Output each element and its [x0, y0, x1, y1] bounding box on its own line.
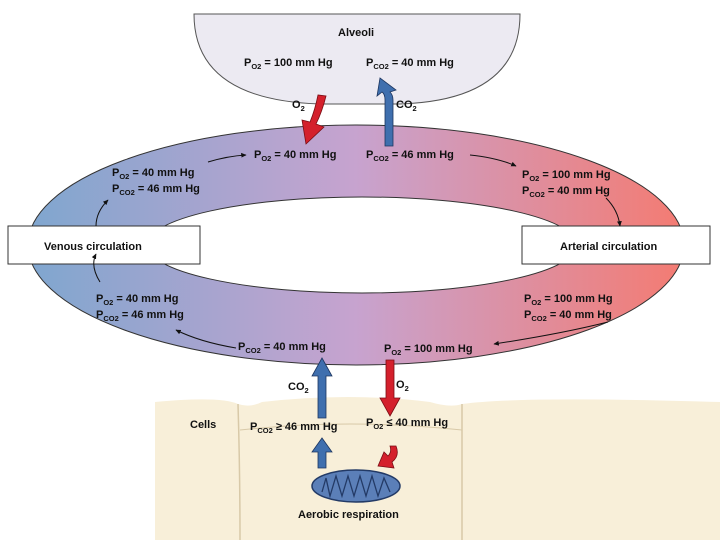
venous-lower-po2: PO2 = 40 mm Hg — [96, 293, 178, 307]
arterial-upper-pco2: PCO2 = 40 mm Hg — [522, 185, 610, 199]
alveoli-o2-label: O2 — [292, 99, 305, 113]
cells-title: Cells — [190, 419, 216, 431]
alveoli-o2-arrow — [301, 94, 327, 145]
arterial-lower-po2: PO2 = 100 mm Hg — [524, 293, 613, 307]
systemic-po2: PO2 = 100 mm Hg — [384, 343, 473, 357]
pulmonary-pco2: PCO2 = 46 mm Hg — [366, 149, 454, 163]
flow-arrow-right-lower — [493, 321, 609, 346]
cells-tissue — [155, 397, 720, 540]
alveoli-sac — [193, 13, 521, 105]
cells-o2-label: O2 — [396, 379, 409, 393]
cell-membrane — [237, 403, 463, 541]
alveoli-co2-label: CO2 — [396, 99, 417, 113]
arterial-upper-po2: PO2 = 100 mm Hg — [522, 169, 611, 183]
alveoli-po2: PO2 = 100 mm Hg — [244, 57, 333, 71]
cells-region — [155, 397, 720, 541]
respiration-co2-arrow — [311, 437, 333, 469]
respiration-o2-arrow — [377, 445, 398, 469]
flow-arrow-right-down — [605, 197, 622, 227]
arterial-circulation-box — [521, 225, 711, 265]
pulmonary-po2: PO2 = 40 mm Hg — [254, 149, 336, 163]
alveoli-title: Alveoli — [338, 27, 374, 39]
circulation-ring-hole — [146, 196, 578, 294]
venous-lower-pco2: PCO2 = 46 mm Hg — [96, 309, 184, 323]
cell-membrane-inner — [239, 423, 463, 431]
cells-o2-arrow — [379, 359, 401, 417]
venous-upper-pco2: PCO2 = 46 mm Hg — [112, 183, 200, 197]
flow-arrows — [91, 152, 622, 349]
systemic-pco2: PCO2 = 40 mm Hg — [238, 341, 326, 355]
cells-co2-label: CO2 — [288, 381, 309, 395]
venous-circulation-box — [7, 225, 201, 265]
flow-arrow-upper-right — [469, 154, 517, 167]
alveoli-co2-arrow — [376, 77, 397, 147]
venous-upper-po2: PO2 = 40 mm Hg — [112, 167, 194, 181]
cells-po2: PO2 ≤ 40 mm Hg — [366, 417, 448, 431]
flow-arrow-left-upper — [95, 199, 109, 227]
alveoli-pco2: PCO2 = 40 mm Hg — [366, 57, 454, 71]
cells-co2-arrow — [311, 357, 333, 419]
arterial-lower-pco2: PCO2 = 40 mm Hg — [524, 309, 612, 323]
flow-arrow-left-up — [91, 253, 101, 283]
flow-arrow-lower-left — [175, 329, 237, 349]
venous-circulation-label: Venous circulation — [44, 241, 142, 253]
mitochondrion — [311, 469, 401, 503]
arterial-circulation-label: Arterial circulation — [560, 241, 657, 253]
aerobic-respiration-label: Aerobic respiration — [298, 509, 399, 521]
flow-arrow-upper-left — [207, 152, 247, 163]
mitochondrion-cristae — [321, 473, 391, 499]
cells-pco2: PCO2 ≥ 46 mm Hg — [250, 421, 338, 435]
